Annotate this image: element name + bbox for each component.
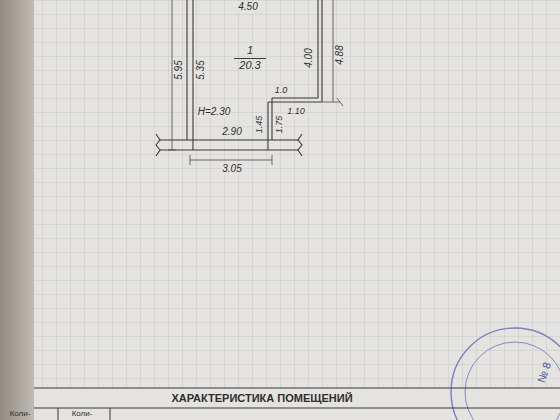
ceiling-height: Н=2.30	[197, 107, 232, 117]
dimension: 4.00	[304, 47, 314, 68]
walls	[156, 0, 322, 156]
stamp-number: № 8	[535, 359, 553, 384]
dimension: 1.10	[286, 107, 306, 116]
table-cell: Коли-	[71, 410, 94, 418]
dimension: 2.90	[221, 127, 242, 137]
table-cell: Коли-	[9, 410, 32, 418]
room-area: 120.3	[205, 36, 295, 80]
dimension: 5.35	[196, 59, 206, 80]
grid	[34, 0, 560, 388]
dimension-lines	[168, 0, 343, 165]
dimension: 4.88	[335, 44, 345, 65]
dimension: 1.0	[274, 86, 289, 95]
table-lines	[34, 388, 560, 420]
rubber-stamp	[451, 328, 560, 420]
room-number: 1	[234, 44, 266, 58]
dimension: 1.45	[256, 114, 265, 134]
table-title: ХАРАКТЕРИСТИКА ПОМЕЩЕНИЙ	[170, 393, 353, 404]
dimension: 3.05	[221, 164, 242, 174]
dimension: 4.50	[237, 2, 258, 12]
dimension: 5.95	[174, 59, 184, 80]
paper	[34, 0, 560, 420]
room-area-value: 20.3	[236, 59, 263, 72]
dimension: 1.75	[276, 114, 285, 134]
